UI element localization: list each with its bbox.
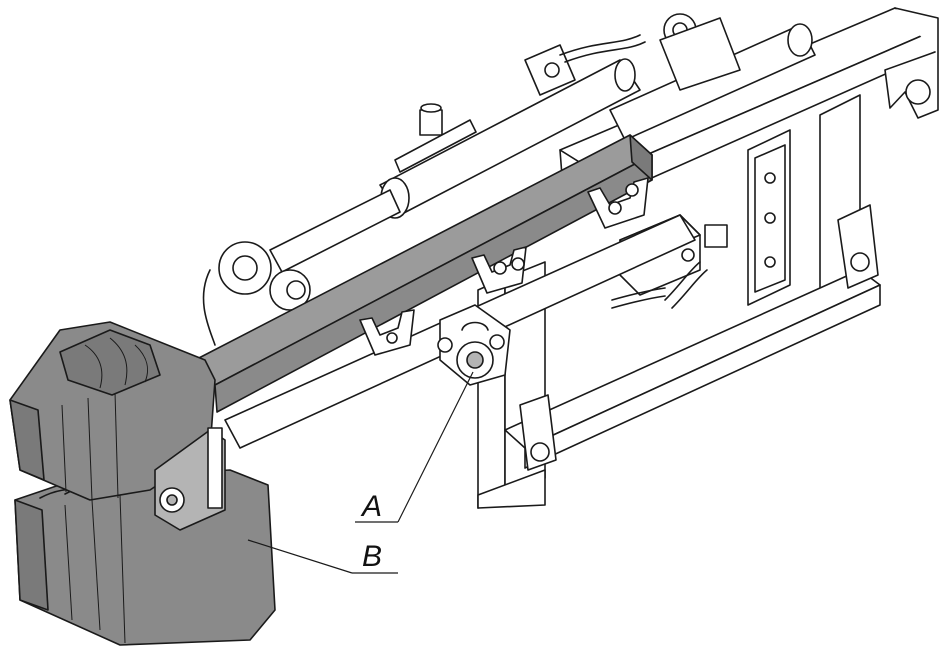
callout-a-label: A: [360, 490, 382, 523]
weight-boom: [194, 134, 653, 413]
pivot-bearing-a: [437, 304, 511, 386]
boom-bracket: [587, 177, 649, 229]
callout-b-label: B: [362, 540, 382, 573]
weight-stack-b: [9, 321, 276, 646]
boom-bracket: [471, 246, 527, 294]
hydraulic-cylinders: [202, 13, 816, 346]
boom-bracket: [359, 309, 415, 356]
callout-b: B: [247, 539, 398, 574]
callout-a-leader: [397, 371, 474, 523]
callout-b-leader: [247, 539, 353, 574]
callout-a: A: [355, 371, 474, 523]
